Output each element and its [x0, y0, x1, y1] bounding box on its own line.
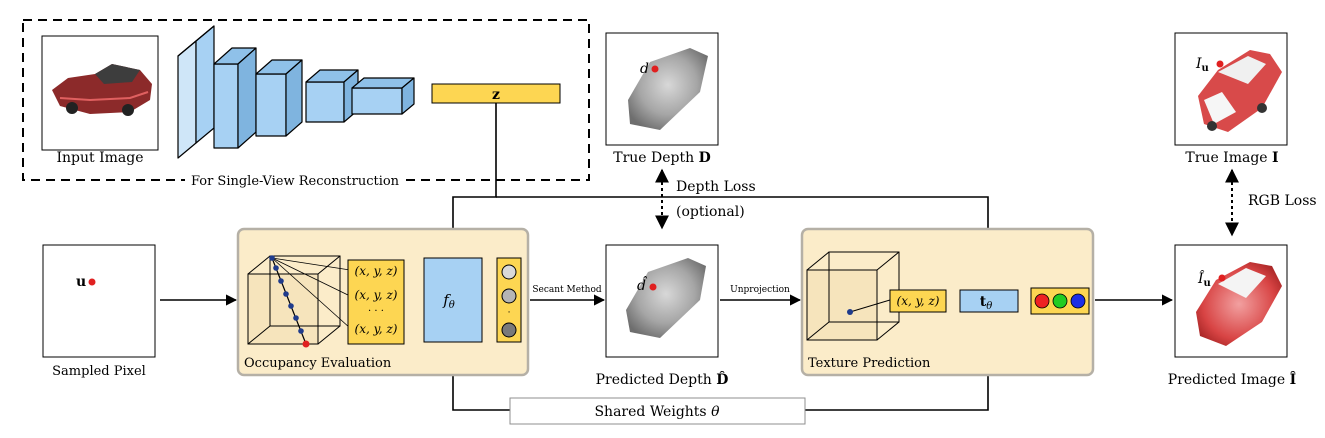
predicted-image-car	[1196, 262, 1282, 346]
latent-code: z	[431, 83, 561, 104]
occupancy-ray	[269, 255, 351, 348]
sampled-pixel-point-label: u	[76, 274, 86, 290]
texture-caption: Texture Prediction	[808, 356, 931, 371]
true-image-point	[1216, 60, 1224, 68]
secant-method-label: Secant Method	[532, 285, 602, 295]
input-image-panel: Input Image	[41, 35, 159, 166]
predicted-image-point	[1218, 274, 1226, 282]
true-image-caption: True Image I	[1185, 150, 1278, 166]
shared-weights-box: Shared Weights θ	[509, 397, 806, 425]
occupancy-caption: Occupancy Evaluation	[244, 356, 392, 371]
predicted-image-caption: Predicted Image Î	[1168, 370, 1296, 388]
encoder-block-5	[351, 77, 415, 115]
texture-xyz-label: (x, y, z)	[897, 294, 940, 308]
occupancy-panel: (x, y, z) (x, y, z) · · · (x, y, z) fθ ·…	[236, 227, 530, 377]
input-car-image	[52, 64, 152, 116]
svg-text:·: ·	[508, 308, 511, 318]
texture-network-label: tθ	[980, 294, 993, 312]
encoder-block-1	[177, 25, 215, 159]
true-depth-point-label: d	[640, 61, 649, 77]
occupancy-cube	[247, 255, 341, 345]
shared-weights-label: Shared Weights θ	[594, 404, 720, 420]
single-view-label: For Single-View Reconstruction	[191, 174, 400, 189]
input-image-caption: Input Image	[56, 150, 143, 166]
true-image-car	[1198, 50, 1282, 132]
true-depth-panel: d True Depth D	[605, 32, 719, 166]
depth-loss: Depth Loss (optional)	[655, 168, 756, 230]
true-depth-point	[651, 65, 659, 73]
single-view-region: For Single-View Reconstruction	[22, 19, 590, 189]
xyz-row-ellipsis: · · ·	[368, 306, 384, 317]
texture-network: tθ	[959, 289, 1019, 313]
predicted-depth-car	[626, 258, 706, 338]
predicted-depth-caption: Predicted Depth D̂	[596, 370, 729, 388]
xyz-row-1: (x, y, z)	[355, 264, 398, 278]
xyz-row-4: (x, y, z)	[355, 322, 398, 336]
predicted-depth-panel: d̂ Predicted Depth D̂	[596, 244, 729, 388]
true-depth-caption: True Depth D	[613, 150, 711, 166]
sampled-pixel-point	[88, 278, 96, 286]
encoder-block-2	[213, 47, 257, 149]
unprojection-label: Unprojection	[730, 285, 790, 295]
latent-label: z	[492, 87, 500, 103]
texture-point-box: (x, y, z)	[889, 289, 947, 313]
texture-surface-point	[847, 309, 853, 315]
true-depth-car	[628, 48, 708, 130]
sampled-pixel-caption: Sampled Pixel	[52, 364, 146, 379]
predicted-image-panel: Îu Predicted Image Î	[1168, 244, 1296, 388]
encoder-block-3	[255, 59, 303, 137]
predicted-depth-point	[649, 283, 657, 291]
occupancy-network: fθ	[423, 257, 483, 343]
predicted-image-point-label: Îu	[1197, 269, 1211, 289]
texture-cube	[806, 251, 900, 341]
true-image-point-label: Iu	[1195, 56, 1209, 74]
depth-loss-optional: (optional)	[676, 204, 745, 220]
predicted-depth-point-label: d̂	[637, 275, 647, 294]
true-image-panel: Iu True Image I	[1174, 32, 1288, 166]
encoder-block-4	[305, 69, 359, 123]
texture-rgb-output	[1030, 287, 1090, 315]
sampled-pixel-panel: u Sampled Pixel	[42, 244, 156, 379]
xyz-row-2: (x, y, z)	[355, 288, 398, 302]
texture-point-link	[849, 299, 891, 313]
occupancy-points-box: (x, y, z) (x, y, z) · · · (x, y, z)	[347, 259, 405, 345]
texture-panel: (x, y, z) tθ Texture Prediction	[800, 227, 1095, 377]
depth-loss-label: Depth Loss	[676, 179, 756, 195]
occupancy-outputs: ·	[496, 257, 522, 343]
occupancy-network-label: fθ	[442, 291, 455, 311]
encoder-cnn	[177, 25, 415, 159]
rgb-loss-label: RGB Loss	[1248, 193, 1317, 209]
rgb-loss: RGB Loss	[1225, 168, 1317, 237]
